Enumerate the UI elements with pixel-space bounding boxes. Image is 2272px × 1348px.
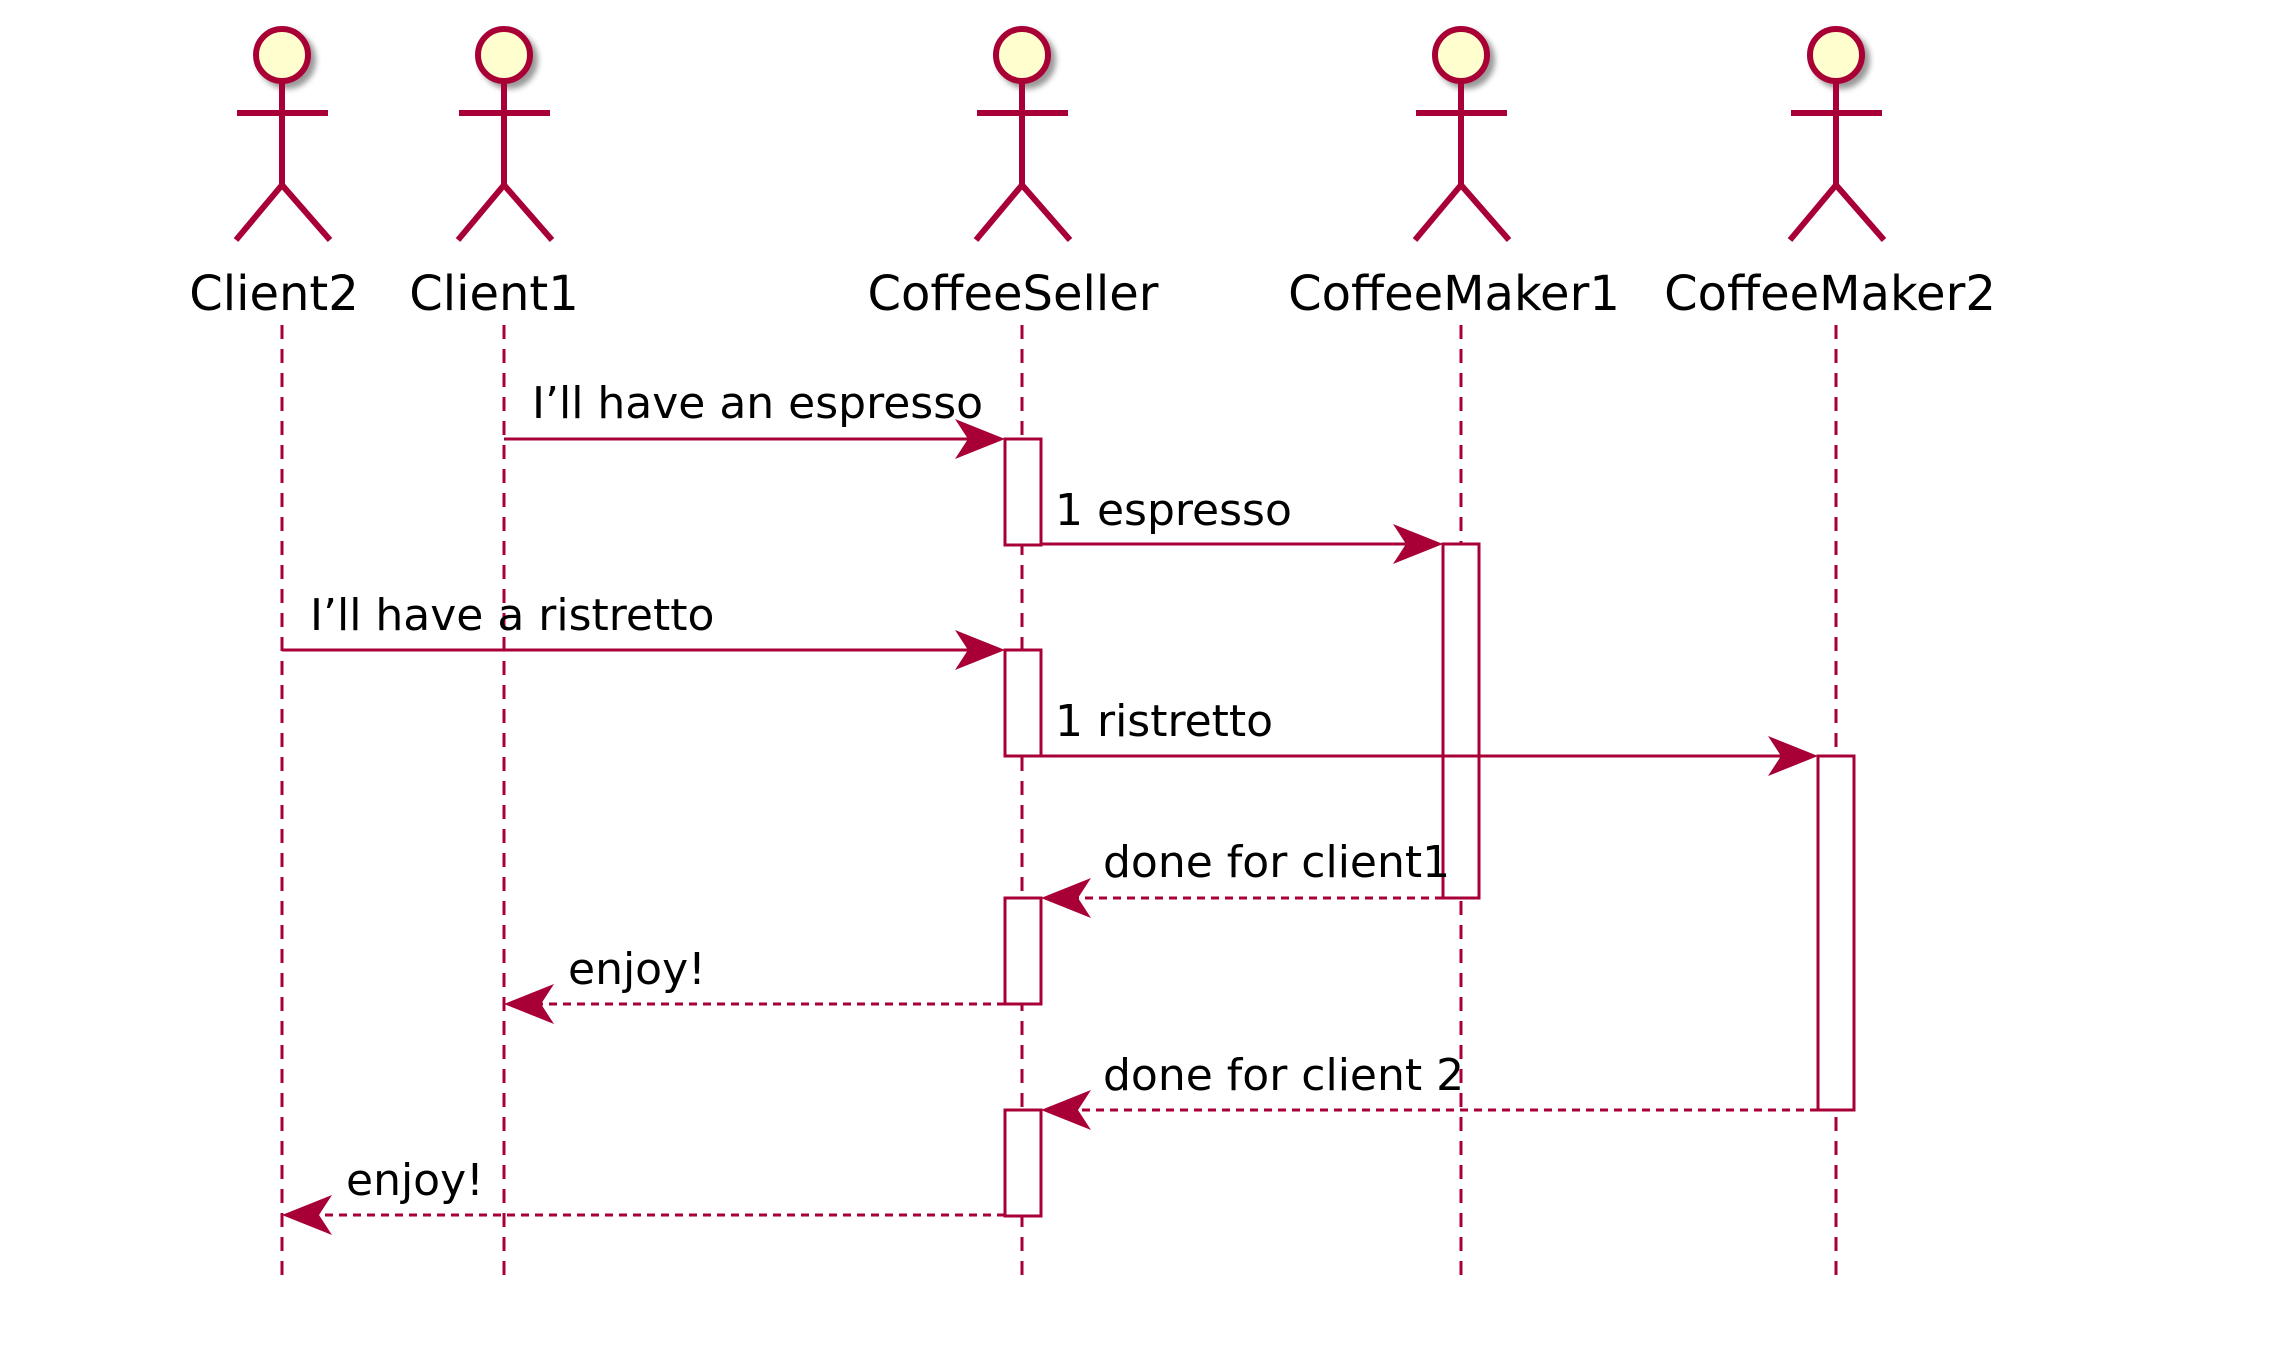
message-label: enjoy! [568,944,706,995]
message-2: 1 espresso [1041,485,1443,564]
arrow-head-icon [504,984,554,1024]
arrow-head-icon [282,1195,332,1235]
activation-bar [1816,754,1856,1112]
message-3: I’ll have a ristretto [282,590,1005,670]
message-6: enjoy! [504,944,1005,1024]
message-1: I’ll have an espresso [504,378,1005,459]
arrow-head-icon [1393,524,1443,564]
actor-label-client1: Client1 [409,266,579,322]
message-label: enjoy! [346,1155,484,1206]
message-8: enjoy! [282,1155,1005,1235]
actor-coffeemaker1 [1412,26,1512,242]
actor-coffeeseller [973,26,1073,242]
actor-label-coffeemaker1: CoffeeMaker1 [1288,266,1620,322]
actor-coffeemaker2 [1787,26,1887,242]
actor-head-icon [253,26,311,84]
activation-bar [1441,542,1481,900]
arrow-head-icon [1041,878,1091,918]
activation-bar [1003,648,1043,758]
actor-head-icon [993,26,1051,84]
activation-bar [1003,896,1043,1006]
actor-head-icon [1807,26,1865,84]
activation-bar [1003,437,1043,547]
actor-client2 [233,26,333,242]
message-label: done for client 2 [1103,1050,1464,1101]
message-4: 1 ristretto [1041,696,1818,776]
activations [1003,437,1856,1218]
arrow-head-icon [955,419,1005,459]
lifelines [280,325,1838,1283]
actor-label-client2: Client2 [189,266,359,322]
message-label: I’ll have a ristretto [310,590,714,641]
activation-bar [1003,1108,1043,1218]
arrow-head-icon [1041,1090,1091,1130]
arrow-head-icon [955,630,1005,670]
actor-client1 [455,26,555,242]
message-label: 1 ristretto [1055,696,1273,747]
actor-head-icon [1432,26,1490,84]
actor-label-coffeeseller: CoffeeSeller [868,266,1159,322]
message-5: done for client1 [1041,837,1450,918]
message-7: done for client 2 [1041,1050,1818,1130]
arrow-head-icon [1768,736,1818,776]
message-label: 1 espresso [1055,485,1292,536]
message-label: done for client1 [1103,837,1450,888]
actor-label-coffeemaker2: CoffeeMaker2 [1664,266,1996,322]
actor-head-icon [475,26,533,84]
message-label: I’ll have an espresso [532,378,983,429]
